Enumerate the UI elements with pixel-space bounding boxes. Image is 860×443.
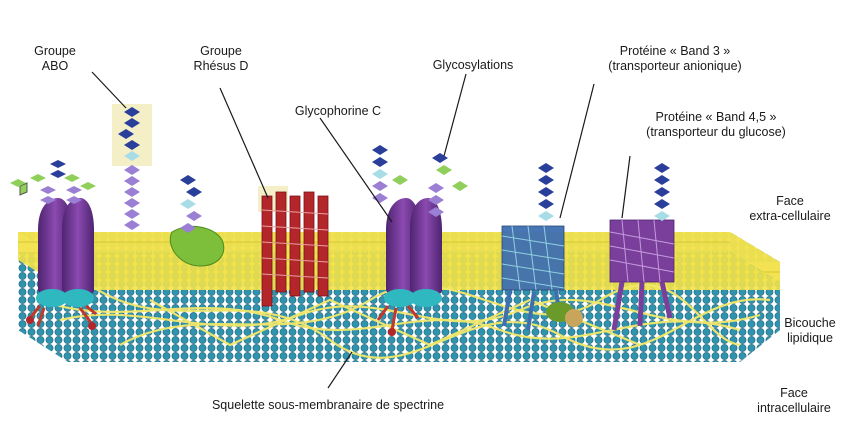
label-band45: Protéine « Band 4,5 » (transporteur du g… (616, 110, 816, 140)
label-line: Bicouche (784, 316, 836, 330)
label-face-intracellulaire: Face intracellulaire (738, 386, 850, 416)
label-line: intracellulaire (757, 401, 831, 415)
label-glycophorine-c: Glycophorine C (278, 104, 398, 119)
label-band3: Protéine « Band 3 » (transporteur anioni… (580, 44, 770, 74)
label-line: Protéine « Band 4,5 » (655, 110, 777, 124)
band45-protein (609, 163, 675, 331)
label-line: Protéine « Band 3 » (619, 44, 731, 58)
label-face-extracellulaire: Face extra-cellulaire (728, 194, 852, 224)
abo-antigen-chain (112, 104, 152, 230)
rhesus-d-protein (258, 186, 329, 307)
label-groupe-abo: Groupe ABO (20, 44, 90, 74)
label-line: ABO (41, 59, 69, 73)
band3-protein (501, 163, 583, 331)
label-glycosylations: Glycosylations (418, 58, 528, 73)
abo-protein (26, 198, 97, 330)
label-line: lipidique (787, 331, 833, 345)
label-squelette-spectrine: Squelette sous-membranaire de spectrine (178, 398, 478, 413)
label-line: Glycosylations (432, 58, 514, 72)
label-line: Groupe (34, 44, 76, 58)
label-groupe-rhesus: Groupe Rhésus D (176, 44, 266, 74)
glycophorin-c-protein (376, 198, 442, 336)
label-line: (transporteur anionique) (608, 59, 742, 73)
label-line: Glycophorine C (294, 104, 382, 118)
label-bicouche-lipidique: Bicouche lipidique (770, 316, 850, 346)
green-glycoprotein (169, 175, 225, 267)
label-line: (transporteur du glucose) (646, 125, 786, 139)
glycophorin-glycans (372, 145, 468, 217)
label-line: Groupe (200, 44, 242, 58)
label-line: Squelette sous-membranaire de spectrine (211, 398, 445, 412)
label-line: extra-cellulaire (749, 209, 831, 223)
abo-glycans (10, 160, 96, 204)
label-line: Rhésus D (193, 59, 249, 73)
leader-lines (91, 71, 631, 389)
label-line: Face (776, 194, 804, 208)
label-line: Face (780, 386, 808, 400)
